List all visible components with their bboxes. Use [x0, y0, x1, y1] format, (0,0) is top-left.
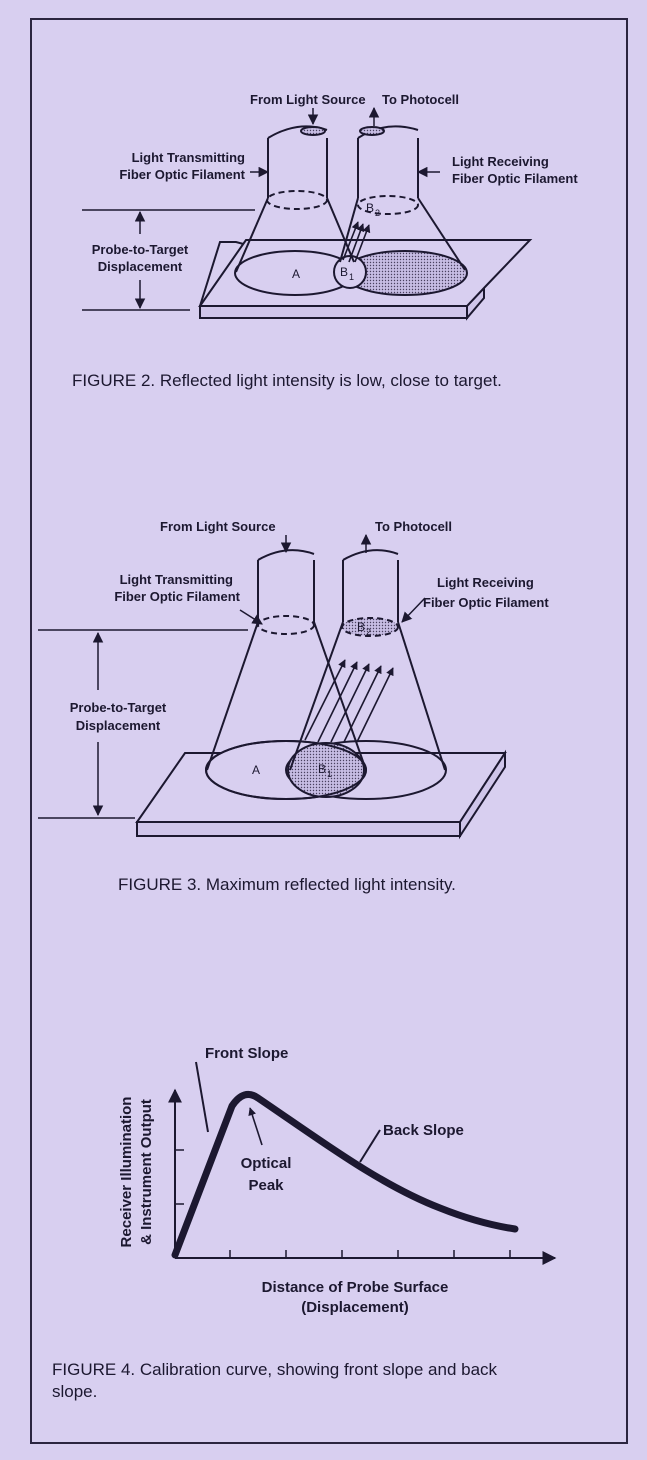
fig2-displacement-dimension	[82, 209, 255, 311]
page-frame	[30, 18, 628, 1444]
fig4-optical-peak-leader	[248, 1107, 263, 1146]
fig3-displacement-dimension	[38, 629, 248, 819]
fig3-area-b2-sub: 2	[366, 627, 371, 637]
fig3-spot-receive	[285, 740, 447, 800]
fig4-y-axis-label-2: & Instrument Output	[138, 1099, 155, 1245]
fig3-overlap-b1	[287, 742, 365, 798]
fig2-transmit-label-2: Fiber Optic Filament	[119, 167, 245, 182]
fig3-displacement-label-1: Probe-to-Target	[70, 700, 167, 715]
fig4-y-axis-label-1: Receiver Illumination	[118, 1097, 135, 1248]
fig4-front-slope-leader	[195, 1061, 209, 1133]
fig4-front-slope-label: Front Slope	[205, 1045, 288, 1062]
fig2-displacement-label-2: Displacement	[98, 259, 183, 274]
fig4-x-axis-label-1: Distance of Probe Surface	[262, 1279, 449, 1296]
fig3-area-b1-label: B	[318, 762, 326, 776]
fig3-transmit-label-2: Fiber Optic Filament	[114, 589, 240, 604]
figure-3	[38, 533, 507, 840]
fig3-receive-label-1: Light Receiving	[437, 575, 534, 590]
fig2-reflected-rays	[342, 221, 371, 263]
figure-2	[82, 106, 533, 321]
fig4-calibration-curve	[171, 1090, 519, 1259]
fig4-back-slope-label: Back Slope	[383, 1122, 464, 1139]
fig2-area-b2-sub: 2	[375, 208, 380, 218]
figure-2-labels: From Light Source To Photocell Light Tra…	[72, 92, 578, 390]
fig2-from-source-label: From Light Source	[250, 92, 366, 107]
fig3-to-photocell-label: To Photocell	[375, 519, 452, 534]
fig4-caption-line-2: slope.	[52, 1382, 97, 1401]
fig2-area-b2-label: B	[366, 201, 374, 215]
fig3-caption: FIGURE 3. Maximum reflected light intens…	[118, 875, 456, 894]
fig4-optical-peak-label-1: Optical	[241, 1155, 292, 1172]
fig2-displacement-label-1: Probe-to-Target	[92, 242, 189, 257]
fig4-ticks	[175, 1149, 511, 1258]
fig3-arrow-receive	[401, 597, 426, 623]
fig2-overlap-b1	[333, 255, 367, 289]
fig3-transmit-fiber	[206, 549, 367, 771]
fig2-caption: FIGURE 2. Reflected light intensity is l…	[72, 371, 502, 390]
fig2-receive-fiber	[339, 125, 466, 271]
fig3-receive-label-2: Fiber Optic Filament	[423, 595, 549, 610]
fig2-transmit-label-1: Light Transmitting	[132, 150, 245, 165]
fig3-receive-fiber	[289, 549, 446, 771]
fig2-receive-label-1: Light Receiving	[452, 154, 549, 169]
fig3-reflected-rays	[304, 659, 394, 743]
fig3-from-source-label: From Light Source	[160, 519, 276, 534]
fig4-x-axis-label-2: (Displacement)	[301, 1299, 409, 1316]
fig2-area-b1-label: B	[340, 265, 348, 279]
fig2-receive-label-2: Fiber Optic Filament	[452, 171, 578, 186]
fig2-area-a-label: A	[292, 267, 300, 281]
fig3-displacement-label-2: Displacement	[76, 718, 161, 733]
fig4-back-slope-leader	[359, 1129, 381, 1163]
fig3-transmit-label-1: Light Transmitting	[120, 572, 233, 587]
fig4-caption-line-1: FIGURE 4. Calibration curve, showing fro…	[52, 1360, 498, 1379]
fig3-area-a-label: A	[252, 763, 260, 777]
fig3-area-b2-label: B	[357, 620, 365, 634]
fig4-optical-peak-label-2: Peak	[248, 1177, 284, 1194]
figure-4-labels: Front Slope Back Slope Optical Peak Rece…	[52, 1045, 498, 1401]
fig2-to-photocell-label: To Photocell	[382, 92, 459, 107]
fig2-area-b1-sub: 1	[349, 272, 354, 282]
figure-3-labels: From Light Source To Photocell Light Tra…	[70, 519, 550, 894]
fig3-area-b1-sub: 1	[327, 769, 332, 779]
fig3-arrow-transmit	[239, 609, 263, 625]
figure-4	[168, 1061, 557, 1265]
